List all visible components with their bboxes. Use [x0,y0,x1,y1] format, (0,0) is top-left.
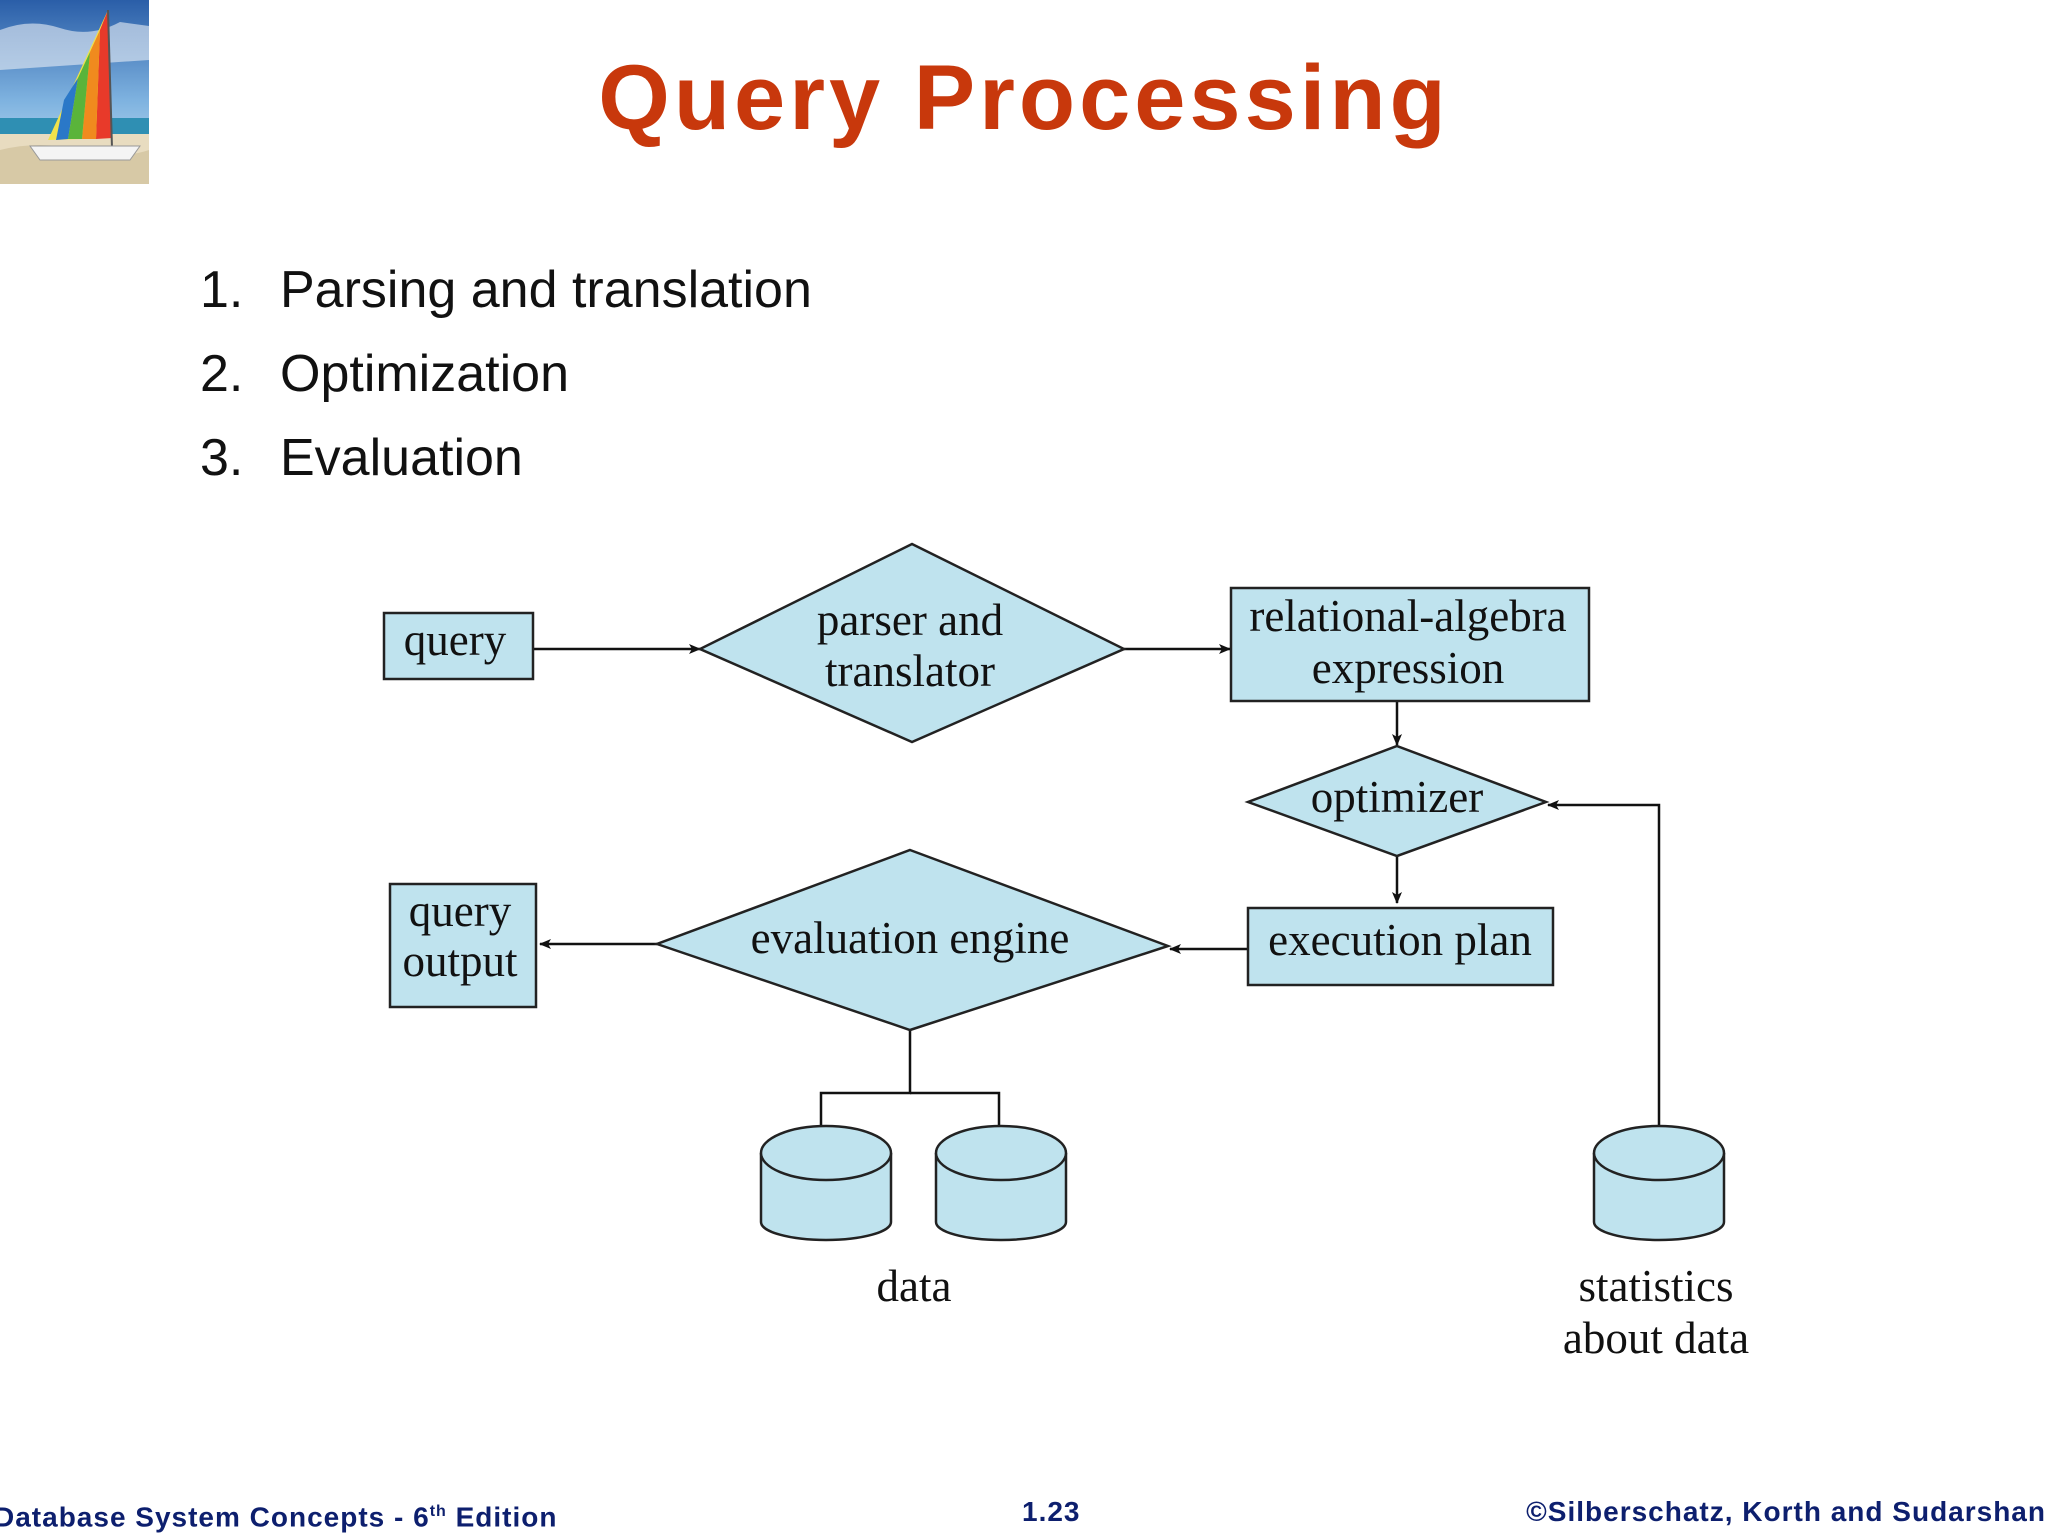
footer-book-title: Database System Concepts - 6th Edition [0,1492,557,1532]
list-item: 1. Parsing and translation [200,248,812,332]
relational-algebra-label-line1: relational-algebra [1249,591,1566,641]
footer-book-title-prefix: Database System Concepts - 6 [0,1501,430,1533]
data-database-icon [934,1124,1068,1242]
parser-label-line1: parser and [817,595,1003,645]
execution-plan-label: execution plan [1268,915,1532,965]
step-text: Evaluation [280,429,523,487]
edge-engine-to-data-2 [910,1091,1001,1128]
query-box [382,611,535,681]
data-label: data [877,1261,952,1311]
edge-stats-to-optimizer [1547,800,1661,1128]
footer-book-title-suffix: Edition [446,1501,558,1533]
execution-plan-box [1246,906,1555,987]
evaluation-engine-diamond [653,848,1172,1032]
list-item: 2. Optimization [200,332,812,416]
footer-book-title-superscript: th [429,1503,447,1520]
optimizer-diamond [1244,744,1550,858]
statistics-label-line1: statistics [1579,1261,1734,1311]
sailboat-logo-icon [0,0,149,184]
query-output-label-line1: query [409,886,512,936]
query-label: query [404,615,507,665]
evaluation-engine-label: evaluation engine [751,913,1070,963]
step-list: 1. Parsing and translation 2. Optimization… [200,248,812,500]
step-number: 1. [200,261,244,319]
optimizer-label: optimizer [1311,772,1483,822]
step-text: Parsing and translation [280,261,812,319]
list-item: 3. Evaluation [200,416,812,500]
relational-algebra-label-line2: expression [1312,643,1504,693]
parser-diamond [697,542,1127,744]
step-text: Optimization [280,345,569,403]
query-output-label-line2: output [402,936,518,986]
statistics-label-line2: about data [1563,1313,1749,1363]
edge-engine-to-data [819,1030,912,1128]
slide-title: Query Processing [598,47,1450,149]
step-number: 2. [200,345,244,403]
statistics-database-icon [1592,1124,1726,1242]
footer-copyright: ©Silberschatz, Korth and Sudarshan [1526,1496,2046,1527]
parser-label-line2: translator [825,646,995,696]
data-database-icon [759,1124,893,1242]
step-number: 3. [200,429,244,487]
footer-page-number: 1.23 [1022,1496,1081,1527]
relational-algebra-box [1229,586,1591,703]
query-output-box [388,882,538,1009]
